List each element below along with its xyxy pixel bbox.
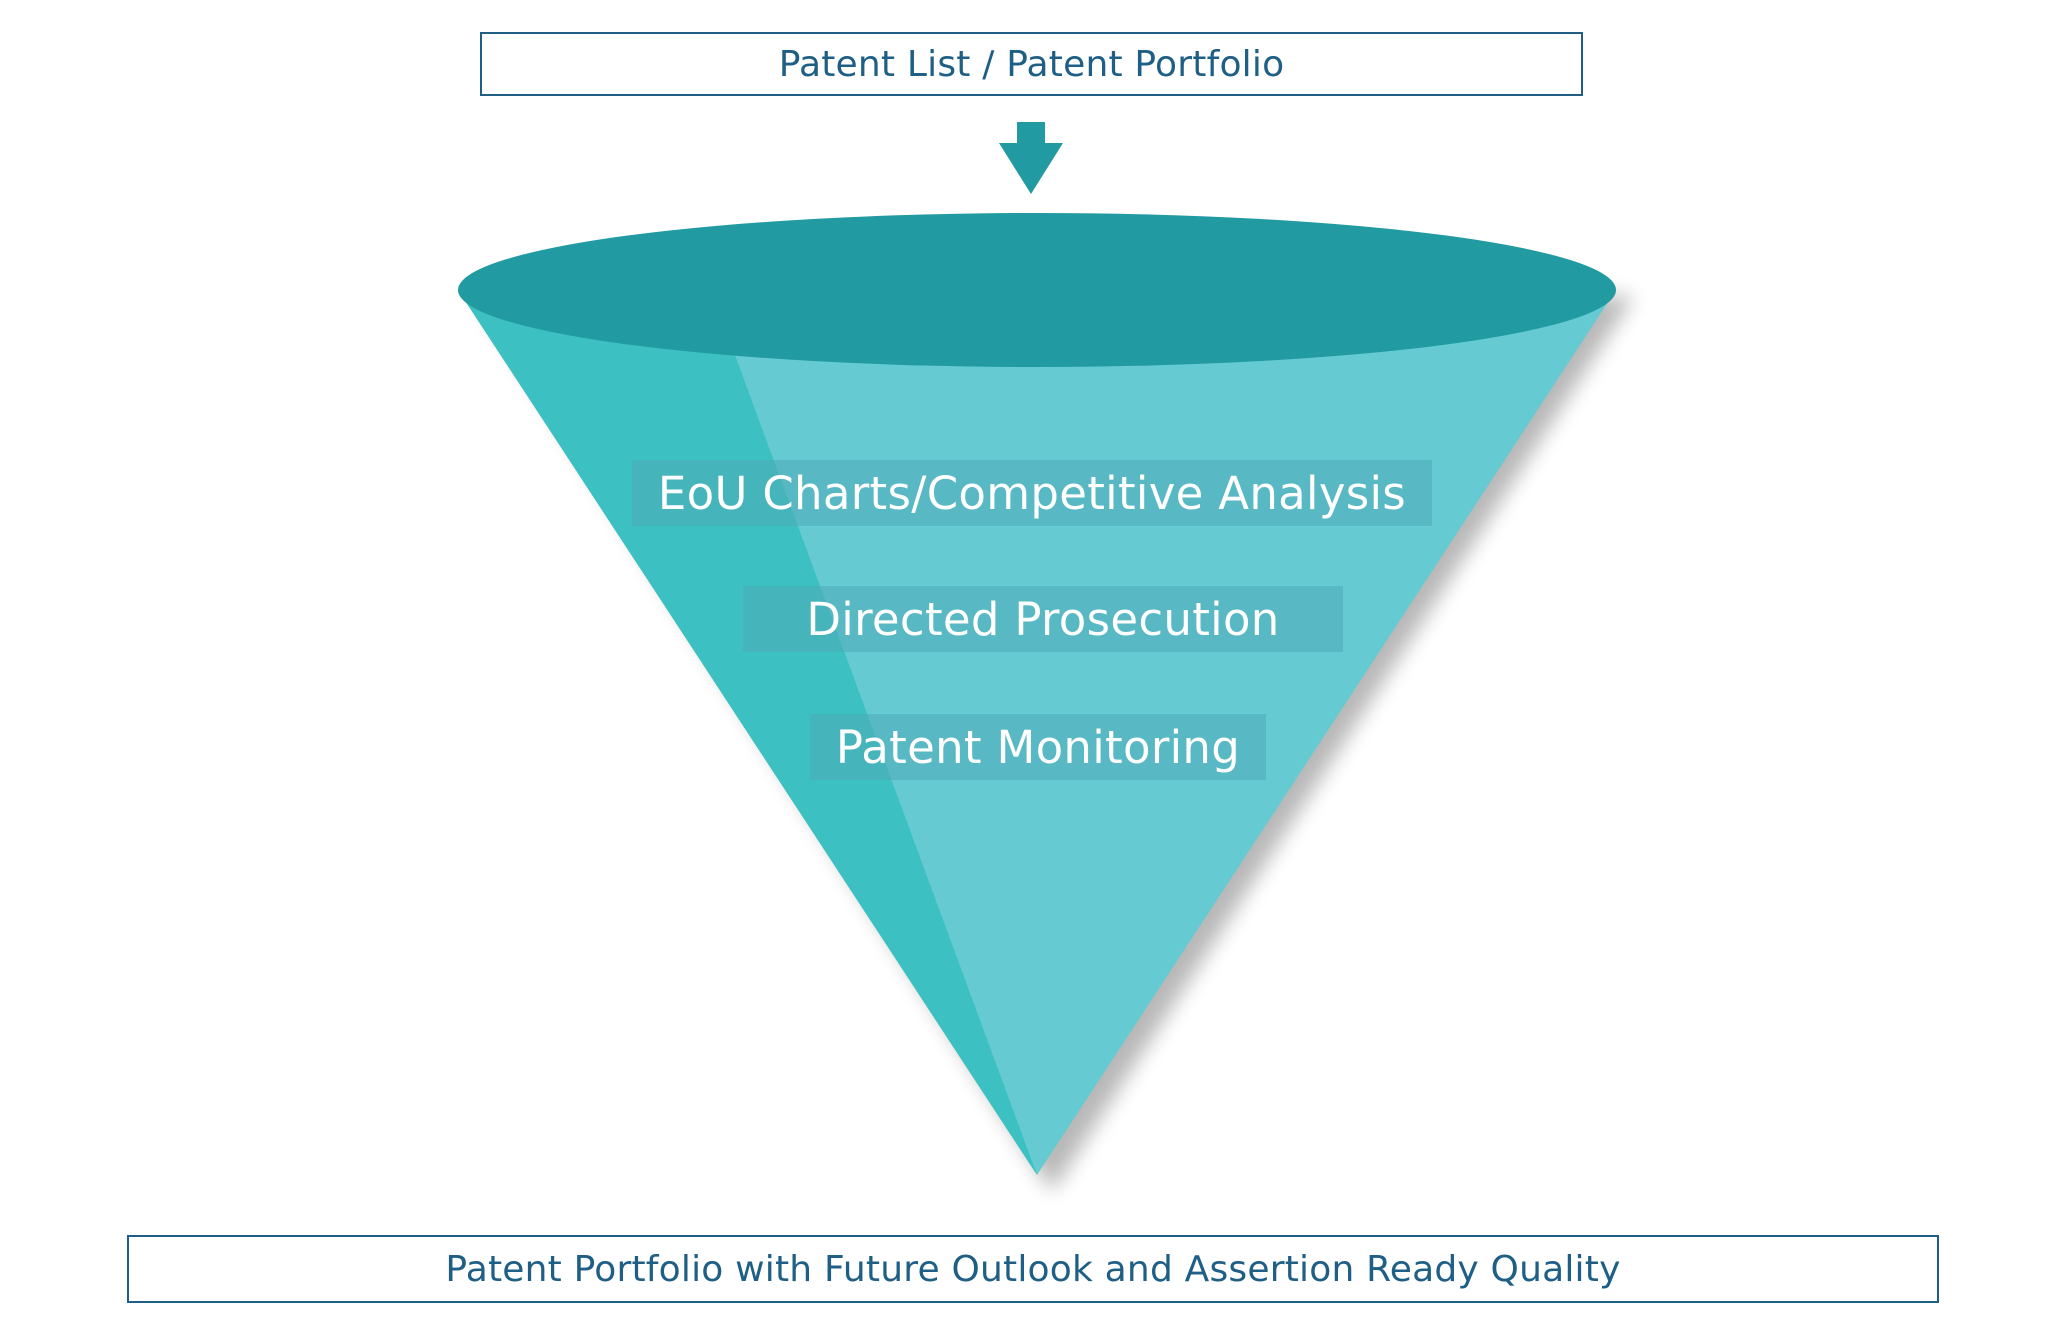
stage-directed-prosecution: Directed Prosecution: [743, 586, 1343, 652]
input-box: Patent List / Patent Portfolio: [480, 32, 1583, 96]
output-box: Patent Portfolio with Future Outlook and…: [127, 1235, 1939, 1303]
down-arrow-icon: [999, 122, 1063, 194]
stage-eou-charts: EoU Charts/Competitive Analysis: [632, 460, 1432, 526]
stage-patent-monitoring: Patent Monitoring: [810, 714, 1266, 780]
funnel-cone-facet: [458, 290, 1037, 1175]
funnel-rim: [458, 213, 1616, 367]
